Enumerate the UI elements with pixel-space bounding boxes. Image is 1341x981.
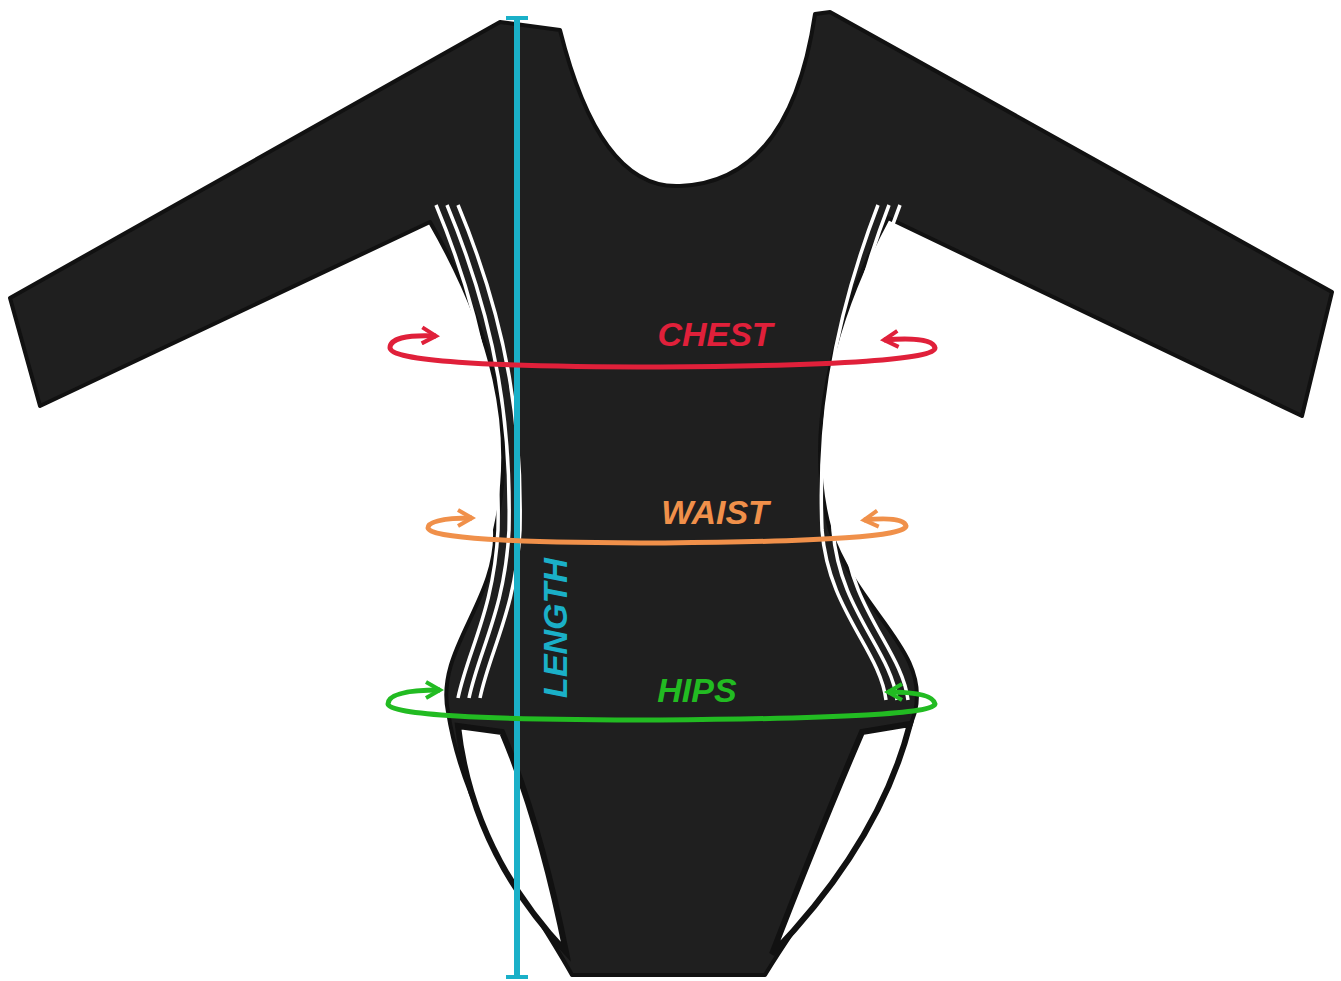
length-line [506, 18, 528, 977]
leg-opening [458, 726, 566, 952]
stripe [843, 205, 908, 700]
leg-opening [772, 724, 910, 954]
stripe [447, 205, 509, 698]
measure-label: CHEST [657, 317, 772, 351]
measure-label: LENGTH [538, 558, 572, 698]
measure-label: HIPS [657, 673, 736, 707]
side-stripes [436, 205, 908, 700]
stripe [436, 205, 498, 698]
stripe [832, 205, 897, 700]
stripe [458, 205, 520, 698]
measure-label: WAIST [661, 495, 769, 529]
leotard-body [10, 12, 1332, 975]
